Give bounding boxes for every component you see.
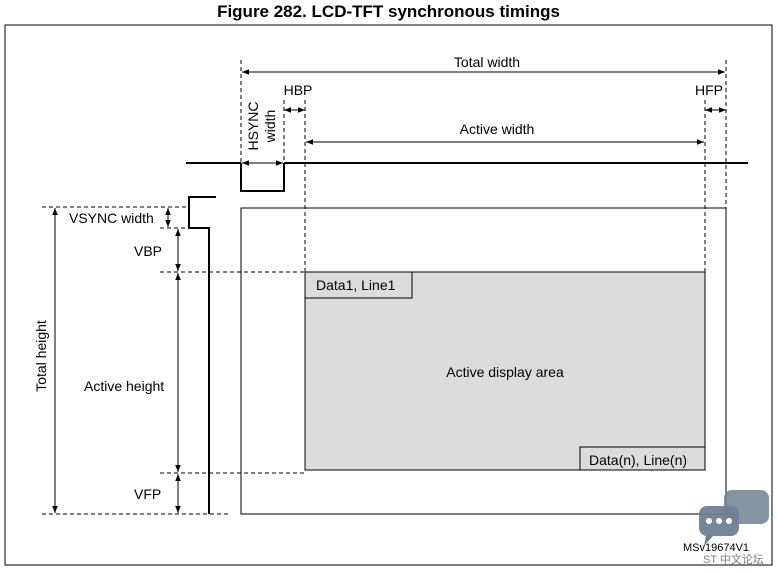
- total-frame: [240, 207, 727, 515]
- total-width-label: Total width: [454, 54, 520, 70]
- active-height-label: Active height: [84, 378, 164, 394]
- hsync-width-label-line2: width: [262, 110, 278, 144]
- chat-bubble-icon: [699, 490, 769, 546]
- vfp-label: VFP: [134, 486, 161, 502]
- figure-reference: MSv19674V1: [683, 542, 749, 554]
- hbp-label: HBP: [284, 82, 313, 98]
- hsync-pulse: [240, 163, 285, 192]
- hsync-width-label-line1: HSYNC: [245, 101, 261, 150]
- data-last-box: [579, 446, 706, 471]
- figure-title: Figure 282. LCD-TFT synchronous timings: [217, 2, 560, 21]
- active-display-area: [304, 271, 706, 471]
- data-first-label: Data1, Line1: [316, 277, 396, 293]
- active-area-label: Active display area: [446, 364, 564, 380]
- watermark-text: ST 中文论坛: [703, 552, 764, 566]
- hfp-label: HFP: [695, 82, 723, 98]
- active-width-label: Active width: [460, 121, 535, 137]
- data-first-box: [304, 271, 413, 299]
- figure-frame: [4, 24, 773, 566]
- total-height-label: Total height: [33, 320, 49, 392]
- data-last-label: Data(n), Line(n): [589, 452, 687, 468]
- vbp-label: VBP: [134, 243, 162, 259]
- vsync-width-label: VSYNC width: [69, 210, 154, 226]
- vsync-pulse: [188, 196, 216, 514]
